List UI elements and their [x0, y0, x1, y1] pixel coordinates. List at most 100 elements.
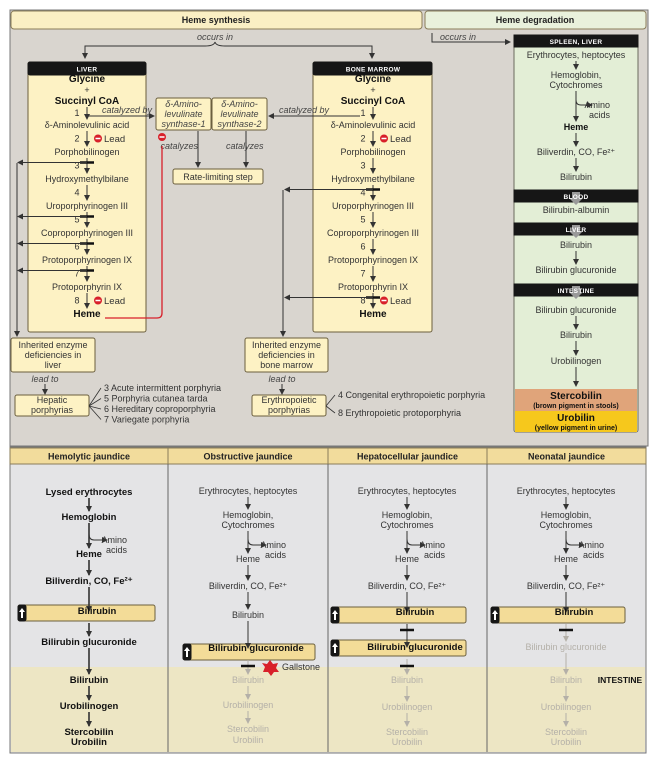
jaundice-compound: Bilirubin [391, 675, 423, 685]
liver-compound: Protoporphyrin IX [52, 282, 122, 292]
porphyria-connector [88, 405, 102, 410]
urobilin-label: Urobilin [557, 413, 595, 424]
flow-arrow-icon [569, 286, 583, 299]
bone-marrow-header-bar [312, 61, 433, 76]
degradation-compound: Bilirubin [560, 330, 592, 340]
jaundice-compound: Bilirubin glucuronide [367, 642, 463, 653]
degradation-section-intestine: INTESTINE [558, 288, 595, 295]
jaundice-compound: Lysed erythrocytes [46, 487, 133, 498]
liver-compound: Heme [73, 309, 101, 320]
bone-marrow-porphyria-label: Erythropoietic [261, 395, 317, 405]
amino-acids-label: Amino [419, 540, 445, 550]
amino-acids-label: acids [265, 550, 287, 560]
amino-acid-branch [88, 533, 108, 543]
liver-lead-label: Lead [104, 296, 125, 307]
liver-step-number: 3 [74, 161, 79, 171]
amino-acid-branch [565, 538, 585, 548]
urobilin-note: (yellow pigment in urine) [535, 425, 617, 432]
degradation-compound: Urobilinogen [551, 356, 602, 366]
liver-compound: + [84, 85, 89, 95]
bone-marrow-compound: Protoporphyrin IX [338, 282, 408, 292]
liver-lead-to: lead to [31, 374, 58, 384]
liver-step-number: 2 [74, 134, 79, 144]
jaundice-compound: Bilirubin glucuronide [208, 643, 304, 654]
amino-acids-label: acids [589, 110, 611, 120]
liver-step-number: 1 [74, 108, 79, 118]
jaundice-compound: Bilirubin [70, 675, 109, 686]
liver-porphyria-label: porphyrias [31, 405, 74, 415]
synthase-2-label: levulinate [220, 109, 258, 119]
jaundice-compound: Cytochromes [539, 520, 593, 530]
up-arrow-icon [332, 643, 338, 653]
degradation-compound: Hemoglobin, [551, 70, 602, 80]
liver-catalyzed-by: catalyzed by [102, 105, 153, 115]
liver-compound: δ-Aminolevulinic acid [45, 120, 130, 130]
jaundice-compound: Bilirubin [232, 610, 264, 620]
flow-arrow-icon [569, 192, 583, 205]
occurs-in-degradation-label: occurs in [440, 32, 476, 42]
bone-marrow-deficiency-label: deficiencies in [258, 350, 315, 360]
jaundice-title-hemolytic: Hemolytic jaundice [48, 452, 130, 462]
jaundice-compound: Hemoglobin [62, 512, 117, 523]
amino-acid-branch [406, 538, 426, 548]
hepatic-porphyria-item: 6 Hereditary coproporphyria [104, 404, 216, 414]
degradation-compound: Bilirubin glucuronide [535, 305, 616, 315]
liver-compound: Protoporphyrinogen IX [42, 255, 132, 265]
jaundice-compound: Urobilinogen [541, 702, 592, 712]
degradation-compound: Heme [564, 122, 589, 132]
jaundice-compound: Biliverdin, CO, Fe²⁺ [527, 581, 606, 591]
jaundice-compound: Biliverdin, CO, Fe²⁺ [45, 576, 132, 587]
bone-marrow-compound: Protoporphyrinogen IX [328, 255, 418, 265]
liver-porphyria-label: Hepatic [37, 395, 68, 405]
jaundice-compound: Biliverdin, CO, Fe²⁺ [368, 581, 447, 591]
bone-marrow-deficiency-box [244, 337, 329, 373]
bone-marrow-catalyzed-by: catalyzed by [279, 105, 330, 115]
amino-acids-label: Amino [101, 535, 127, 545]
bone-marrow-step-number: 3 [360, 161, 365, 171]
jaundice-title-neonatal: Neonatal jaundice [528, 452, 605, 462]
gallstone-icon [262, 660, 279, 676]
jaundice-compound: Bilirubin [555, 607, 594, 618]
bone-marrow-deficiency-label: bone marrow [260, 360, 313, 370]
bone-marrow-lead-label: Lead [390, 134, 411, 145]
intestine-label: INTESTINE [598, 675, 643, 685]
liver-lead-label: Lead [104, 134, 125, 145]
bone-marrow-step-number: 5 [360, 215, 365, 225]
degradation-section-liver: LIVER [566, 227, 587, 234]
gallstone-label: Gallstone [282, 662, 320, 672]
liver-header: LIVER [77, 67, 98, 74]
amino-acids-label: Amino [578, 540, 604, 550]
degradation-compound: Cytochromes [549, 80, 603, 90]
synthase-1-label: synthase-1 [161, 119, 205, 129]
porphyria-connector [88, 398, 102, 407]
synthase-2-label: δ-Amino- [221, 99, 258, 109]
bone-marrow-compound: Heme [359, 309, 387, 320]
degradation-section-header [513, 34, 639, 48]
synthase-1-label: levulinate [164, 109, 202, 119]
rate-limiting-label: Rate-limiting step [183, 172, 253, 182]
jaundice-title-hepatocellular: Hepatocellular jaundice [357, 452, 458, 462]
jaundice-compound: Bilirubin glucuronide [525, 642, 606, 652]
stercobilin-note: (brown pigment in stools) [533, 403, 619, 410]
jaundice-compound: Heme [236, 554, 260, 564]
jaundice-compound: Hemoglobin, [223, 510, 274, 520]
degradation-compound: Bilirubin glucuronide [535, 265, 616, 275]
occurs-in-bracket [84, 41, 373, 58]
liver-step-number: 4 [74, 188, 79, 198]
jaundice-compound: Heme [395, 554, 419, 564]
synthase-2-label: synthase-2 [217, 119, 261, 129]
jaundice-compound: Heme [76, 549, 102, 560]
up-arrow-icon [492, 610, 498, 620]
bone-marrow-lead-label: Lead [390, 296, 411, 307]
catalyzes-label-1: catalyzes [160, 141, 198, 151]
catalyzes-label-2: catalyzes [226, 141, 264, 151]
amino-acids-label: acids [106, 545, 128, 555]
degradation-section-blood: BLOOD [564, 194, 589, 201]
bone-marrow-lead-to: lead to [268, 374, 295, 384]
porphyria-connector [325, 405, 336, 414]
amino-acid-branch [247, 538, 267, 548]
jaundice-compound: Urobilin [392, 737, 423, 747]
stercobilin-label: Stercobilin [550, 391, 602, 402]
